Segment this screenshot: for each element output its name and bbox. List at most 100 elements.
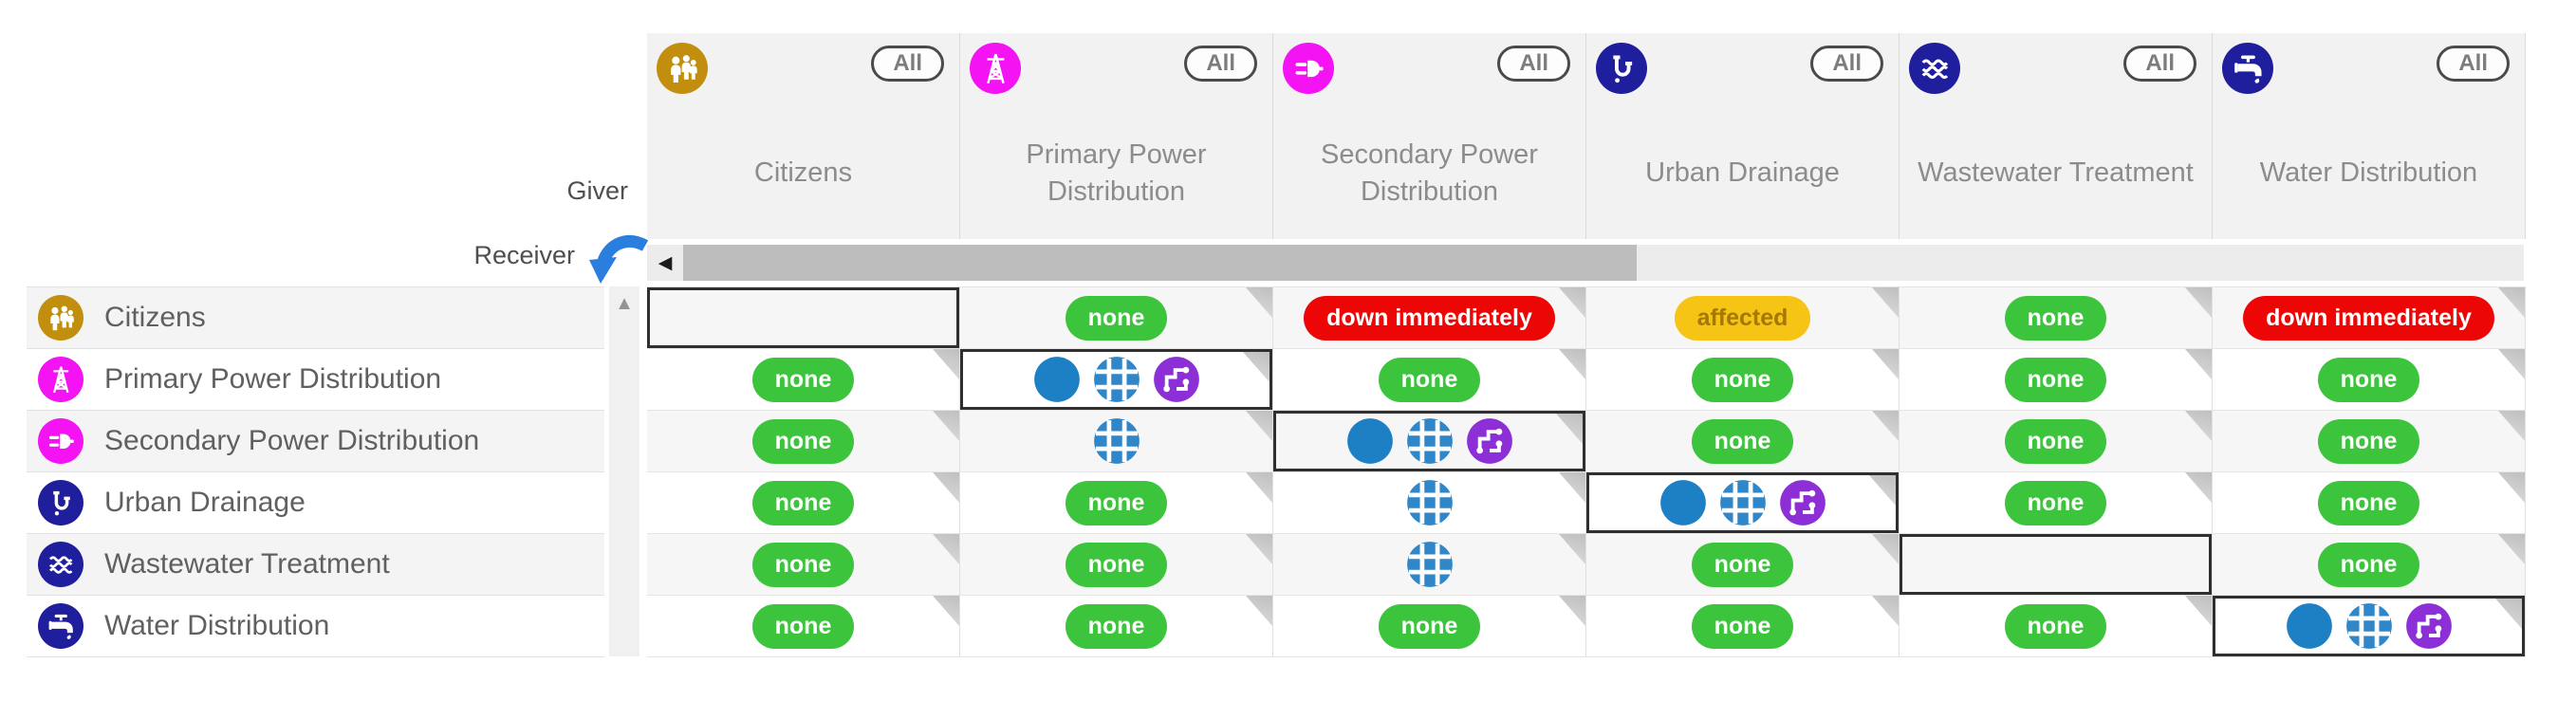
column-header-label: Secondary Power Distribution	[1321, 139, 1538, 207]
corner-fold-icon	[1556, 414, 1583, 444]
status-badge: none	[2004, 418, 2107, 464]
row-label-primary-power-distribution[interactable]: Primary Power Distribution	[27, 349, 604, 411]
corner-fold-icon	[1559, 472, 1585, 503]
cell-wastewater-treatment--secondary-power-distribution[interactable]	[1273, 534, 1586, 596]
status-badge: down immediately	[2243, 295, 2494, 341]
corner-fold-icon	[1559, 349, 1585, 379]
cell-water-distribution--water-distribution[interactable]	[2213, 596, 2526, 657]
row-label-wastewater-treatment[interactable]: Wastewater Treatment	[27, 534, 604, 596]
column-header-label: Citizens	[753, 157, 853, 189]
cell-citizens--secondary-power-distribution[interactable]: down immediately	[1273, 287, 1586, 349]
scroll-left-icon[interactable]: ◀	[658, 252, 673, 273]
corner-fold-icon	[1872, 349, 1899, 379]
corner-fold-icon	[1559, 287, 1585, 318]
horizontal-scrollbar[interactable]: ◀	[647, 245, 2524, 281]
cell-citizens--citizens[interactable]	[647, 287, 960, 349]
status-badge: none	[1378, 603, 1481, 649]
filter-all-button[interactable]: All	[871, 46, 944, 82]
cell-water-distribution--urban-drainage[interactable]: none	[1586, 596, 1900, 657]
cell-wastewater-treatment--urban-drainage[interactable]: none	[1586, 534, 1900, 596]
status-badge: none	[2317, 542, 2420, 587]
row-label-urban-drainage[interactable]: Urban Drainage	[27, 472, 604, 534]
status-badge: none	[2004, 480, 2107, 525]
status-badge: none	[751, 480, 855, 525]
power-plug-icon	[1283, 43, 1334, 94]
filter-all-button[interactable]: All	[2437, 46, 2510, 82]
cell-primary-power-distribution--water-distribution[interactable]: none	[2213, 349, 2526, 411]
cell-secondary-power-distribution--secondary-power-distribution[interactable]	[1273, 411, 1586, 472]
cell-secondary-power-distribution--water-distribution[interactable]: none	[2213, 411, 2526, 472]
cell-citizens--water-distribution[interactable]: down immediately	[2213, 287, 2526, 349]
row-label-citizens[interactable]: Citizens	[27, 287, 604, 349]
row-label-water-distribution[interactable]: Water Distribution	[27, 596, 604, 657]
cell-primary-power-distribution--secondary-power-distribution[interactable]: none	[1273, 349, 1586, 411]
globe-grid-icon	[1406, 418, 1453, 464]
cell-wastewater-treatment--water-distribution[interactable]: none	[2213, 534, 2526, 596]
filter-all-button[interactable]: All	[1810, 46, 1883, 82]
corner-fold-icon	[933, 472, 959, 503]
cell-citizens--primary-power-distribution[interactable]: none	[960, 287, 1273, 349]
column-header-label: Primary Power Distribution	[1026, 139, 1207, 207]
row-label-text: Primary Power Distribution	[104, 363, 442, 395]
status-badge: none	[1065, 603, 1168, 649]
globe-grid-icon	[1093, 357, 1140, 402]
filter-all-button[interactable]: All	[2123, 46, 2196, 82]
cell-primary-power-distribution--wastewater-treatment[interactable]: none	[1900, 349, 2213, 411]
network-icon	[1779, 480, 1825, 525]
corner-fold-icon	[2498, 411, 2525, 441]
horizontal-scrollbar-thumb[interactable]	[683, 245, 1637, 281]
cell-secondary-power-distribution--urban-drainage[interactable]: none	[1586, 411, 1900, 472]
row-labels: Citizens Primary Power Distribution Seco…	[27, 286, 604, 657]
cell-urban-drainage--wastewater-treatment[interactable]: none	[1900, 472, 2213, 534]
corner-fold-icon	[2498, 349, 2525, 379]
cell-wastewater-treatment--citizens[interactable]: none	[647, 534, 960, 596]
giver-label: Giver	[566, 176, 628, 205]
status-badge: none	[1691, 542, 1794, 587]
vertical-scrollbar[interactable]: ▲	[609, 286, 639, 656]
impact-circle-icon	[1659, 480, 1706, 525]
corner-fold-icon	[2498, 287, 2525, 318]
status-badge: none	[1065, 295, 1168, 341]
corner-fold-icon	[2495, 599, 2522, 629]
cell-primary-power-distribution--urban-drainage[interactable]: none	[1586, 349, 1900, 411]
cell-urban-drainage--primary-power-distribution[interactable]: none	[960, 472, 1273, 534]
cell-citizens--urban-drainage[interactable]: affected	[1586, 287, 1900, 349]
cell-primary-power-distribution--primary-power-distribution[interactable]	[960, 349, 1273, 411]
cell-urban-drainage--water-distribution[interactable]: none	[2213, 472, 2526, 534]
cell-citizens--wastewater-treatment[interactable]: none	[1900, 287, 2213, 349]
cell-wastewater-treatment--wastewater-treatment[interactable]	[1900, 534, 2213, 596]
cell-secondary-power-distribution--wastewater-treatment[interactable]: none	[1900, 411, 2213, 472]
status-badge: none	[2317, 357, 2420, 402]
cell-urban-drainage--citizens[interactable]: none	[647, 472, 960, 534]
cell-water-distribution--primary-power-distribution[interactable]: none	[960, 596, 1273, 657]
cell-urban-drainage--urban-drainage[interactable]	[1586, 472, 1900, 534]
cell-primary-power-distribution--citizens[interactable]: none	[647, 349, 960, 411]
status-badge: none	[751, 418, 855, 464]
row-label-secondary-power-distribution[interactable]: Secondary Power Distribution	[27, 411, 604, 472]
cell-water-distribution--secondary-power-distribution[interactable]: none	[1273, 596, 1586, 657]
filter-all-button[interactable]: All	[1184, 46, 1257, 82]
status-badge: none	[2004, 603, 2107, 649]
status-badge: none	[751, 603, 855, 649]
cell-water-distribution--wastewater-treatment[interactable]: none	[1900, 596, 2213, 657]
cell-secondary-power-distribution--primary-power-distribution[interactable]	[960, 411, 1273, 472]
corner-fold-icon	[1872, 411, 1899, 441]
impact-circle-icon	[1346, 418, 1393, 464]
filter-all-button[interactable]: All	[1497, 46, 1570, 82]
scroll-up-icon[interactable]: ▲	[615, 293, 634, 314]
corner-fold-icon	[2185, 411, 2212, 441]
cell-water-distribution--citizens[interactable]: none	[647, 596, 960, 657]
cell-urban-drainage--secondary-power-distribution[interactable]	[1273, 472, 1586, 534]
power-tower-icon	[38, 357, 83, 402]
cell-wastewater-treatment--primary-power-distribution[interactable]: none	[960, 534, 1273, 596]
corner-fold-icon	[2498, 534, 2525, 564]
water-tap-icon	[2222, 43, 2273, 94]
cell-secondary-power-distribution--citizens[interactable]: none	[647, 411, 960, 472]
column-header-label: Water Distribution	[2259, 157, 2478, 189]
